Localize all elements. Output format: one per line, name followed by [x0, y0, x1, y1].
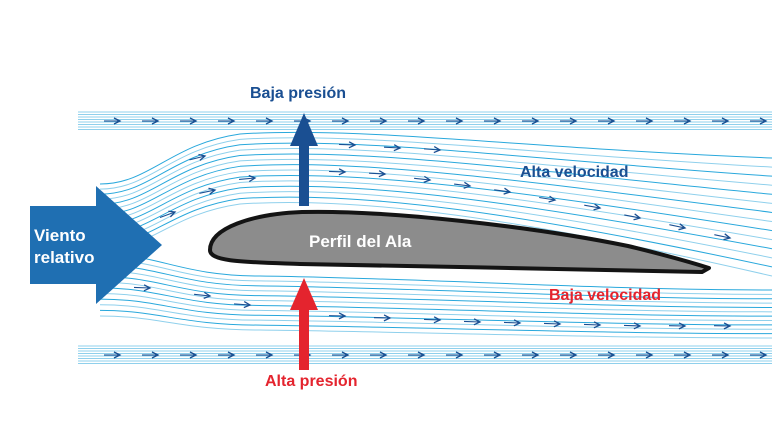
- flow-arrow-shaft: [234, 303, 251, 306]
- lower-airflow-streamlines: [99, 253, 772, 339]
- flow-arrow-shaft: [494, 189, 511, 193]
- high-pressure-arrow: [290, 278, 318, 370]
- flow-arrow-shaft: [368, 172, 386, 175]
- streamline: [99, 158, 772, 210]
- flow-arrow-shaft: [414, 177, 431, 181]
- relative-wind-arrow: [30, 186, 162, 304]
- flow-arrow-shaft: [584, 204, 601, 209]
- low-pressure-label: Baja presión: [250, 85, 346, 102]
- high-velocity-label: Alta velocidad: [520, 164, 628, 181]
- flow-arrow-shaft: [189, 155, 206, 161]
- streamline: [99, 180, 772, 241]
- airfoil-shape: [208, 209, 711, 274]
- flow-arrow-shaft: [424, 148, 441, 151]
- streamline: [99, 287, 772, 317]
- flow-arrow-shaft: [423, 318, 441, 321]
- streamline: [99, 153, 772, 205]
- streamline: [99, 174, 772, 232]
- flow-arrow-shaft: [714, 234, 731, 239]
- flow-arrow-shaft: [133, 286, 151, 289]
- flow-arrow-shaft: [338, 143, 356, 146]
- airfoil-label: Perfil del Ala: [309, 232, 412, 251]
- flow-arrow-shaft: [669, 224, 686, 229]
- streamline: [99, 309, 772, 335]
- flow-arrow-shaft: [583, 323, 601, 326]
- streamline: [99, 147, 772, 200]
- flow-arrow-shaft: [543, 322, 561, 325]
- flow-arrow-shaft: [383, 146, 401, 149]
- flow-direction-chevrons: [104, 117, 768, 359]
- streamline: [99, 298, 772, 326]
- high-pressure-label: Alta presión: [265, 373, 357, 390]
- streamline: [99, 264, 772, 300]
- streamline: [99, 315, 772, 339]
- streamline: [99, 259, 772, 295]
- flow-arrow-shaft: [539, 196, 556, 201]
- chevron-right-icon: [203, 291, 212, 299]
- streamline: [99, 253, 772, 291]
- flow-arrow-shaft: [503, 321, 521, 324]
- wind-label-line2: relativo: [34, 248, 94, 267]
- chevron-right-icon: [423, 175, 432, 183]
- flow-arrow-shaft: [194, 293, 211, 297]
- streamline: [99, 169, 772, 223]
- low-pressure-arrow: [290, 113, 318, 206]
- streamline: [99, 196, 772, 268]
- flow-arrow-shaft: [159, 211, 176, 218]
- streamline: [99, 304, 772, 330]
- streamline: [99, 191, 772, 259]
- streamline: [99, 164, 772, 215]
- streamline: [99, 281, 772, 313]
- flow-arrow-shaft: [454, 183, 471, 187]
- flow-arrow-shaft: [463, 320, 481, 323]
- streamline: [99, 276, 772, 308]
- flow-arrow-shaft: [199, 189, 216, 194]
- wind-label-line1: Viento: [34, 226, 86, 245]
- streamline: [99, 270, 772, 304]
- flow-arrow-shaft: [239, 177, 256, 180]
- low-velocity-label: Baja velocidad: [549, 287, 661, 304]
- flow-arrow-shaft: [623, 324, 641, 327]
- streamline: [99, 292, 772, 322]
- flow-arrow-shaft: [624, 214, 641, 219]
- streamline: [99, 185, 772, 250]
- flow-arrow-shaft: [328, 170, 346, 173]
